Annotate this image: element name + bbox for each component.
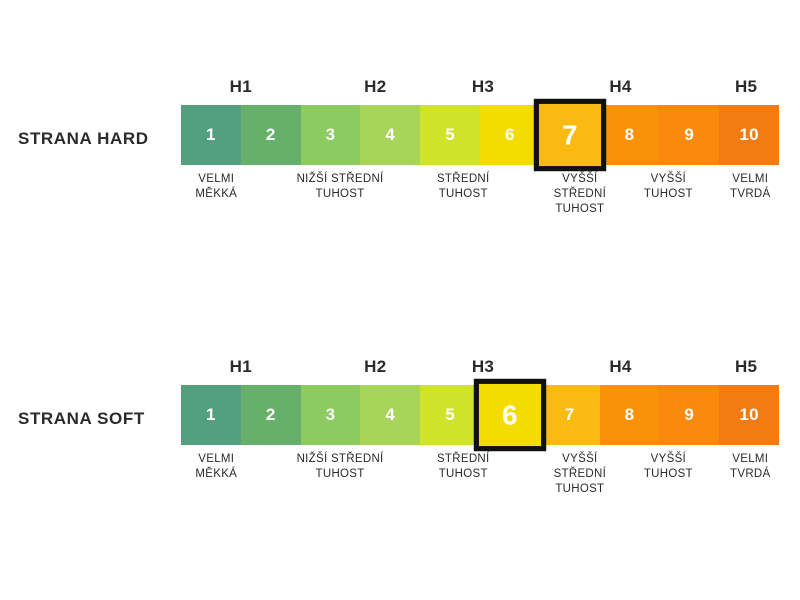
scale-cell-6-selected[interactable]: 6: [473, 378, 546, 452]
group-header-h5: H5: [734, 357, 758, 376]
scale-cell-5[interactable]: 5: [420, 385, 480, 445]
group-header-h1: H1: [229, 357, 252, 376]
stiffness-label-line: NIŽŠÍ STŘEDNÍ: [296, 173, 384, 185]
scale-cell-7[interactable]: 7: [539, 385, 600, 445]
stiffness-label-line: MĚKKÁ: [195, 468, 238, 480]
stiffness-label: VELMI TVRDÁ: [690, 172, 800, 202]
stiffness-label-line: VYŠŠÍ: [650, 173, 687, 185]
stiffness-label-line: VELMI: [198, 173, 235, 185]
group-header-h3: H3: [471, 77, 495, 96]
row-label-hard: STRANA HARD: [18, 129, 149, 148]
scale-cell-4[interactable]: 4: [360, 105, 421, 165]
stiffness-label-line: VYŠŠÍ: [562, 173, 598, 185]
stiffness-label-line: TUHOST: [438, 468, 488, 480]
scale-cell-7-selected[interactable]: 7: [533, 98, 606, 172]
stiffness-label-line: VYŠŠÍ: [562, 453, 598, 465]
scale-cell-9[interactable]: 9: [659, 385, 720, 445]
stiffness-label: STŘEDNÍ TUHOST: [403, 452, 523, 482]
stiffness-label: VYŠŠÍ STŘEDNÍ TUHOST: [520, 452, 640, 497]
stiffness-label: VELMI MĚKKÁ: [156, 452, 276, 482]
group-header-h1: H1: [229, 77, 252, 96]
stiffness-label-line: VELMI: [198, 453, 235, 465]
scale-cell-4[interactable]: 4: [360, 385, 421, 445]
stiffness-label: STŘEDNÍ TUHOST: [403, 172, 523, 202]
scale-cell-1[interactable]: 1: [181, 105, 241, 165]
group-header-h4: H4: [609, 357, 632, 376]
sublabels-soft: VELMI MĚKKÁ NIŽŠÍ STŘEDNÍ TUHOST STŘEDNÍ TUHO…: [181, 452, 779, 522]
stiffness-label-line: STŘEDNÍ: [436, 173, 490, 185]
stiffness-label: VELMI MĚKKÁ: [156, 172, 276, 202]
scale-cell-10[interactable]: 10: [719, 385, 779, 445]
scale-cell-5[interactable]: 5: [420, 105, 480, 165]
stiffness-label: VYŠŠÍ TUHOST: [608, 172, 728, 202]
stiffness-label-line: VYŠŠÍ: [650, 453, 687, 465]
stiffness-label: VYŠŠÍ TUHOST: [608, 452, 728, 482]
scale-cell-2[interactable]: 2: [240, 385, 301, 445]
stiffness-label-line: TUHOST: [643, 468, 693, 480]
stiffness-label-line: TUHOST: [315, 188, 365, 200]
stiffness-label: NIŽŠÍ STŘEDNÍ TUHOST: [280, 452, 400, 482]
scale-cell-8[interactable]: 8: [599, 105, 660, 165]
group-headers-soft: H1 H2 H3 H4 H5: [181, 356, 779, 380]
group-header-h4: H4: [609, 77, 632, 96]
stiffness-label-line: STŘEDNÍ: [553, 468, 607, 480]
stiffness-label-line: TVRDÁ: [730, 188, 771, 200]
scale-cell-9[interactable]: 9: [659, 105, 720, 165]
stiffness-label-line: TUHOST: [438, 188, 488, 200]
stiffness-label-line: TUHOST: [555, 483, 605, 495]
stiffness-label-line: STŘEDNÍ: [436, 453, 490, 465]
scale-cell-1[interactable]: 1: [181, 385, 241, 445]
stiffness-label-line: MĚKKÁ: [195, 188, 238, 200]
group-header-h2: H2: [364, 357, 387, 376]
stiffness-label-line: STŘEDNÍ: [553, 188, 607, 200]
scale-cell-10[interactable]: 10: [719, 105, 779, 165]
stiffness-label: VYŠŠÍ STŘEDNÍ TUHOST: [520, 172, 640, 217]
scale-cell-3[interactable]: 3: [300, 105, 361, 165]
row-label-soft: STRANA SOFT: [18, 409, 145, 428]
stiffness-label-line: VELMI: [732, 453, 769, 465]
scale-cell-3[interactable]: 3: [300, 385, 361, 445]
stiffness-label-line: VELMI: [732, 173, 769, 185]
scale-cell-6[interactable]: 6: [479, 105, 540, 165]
sublabels-hard: VELMI MĚKKÁ NIŽŠÍ STŘEDNÍ TUHOST STŘEDNÍ TUHO…: [181, 172, 779, 242]
stiffness-label-line: TUHOST: [555, 203, 605, 215]
scale-cell-8[interactable]: 8: [599, 385, 660, 445]
stiffness-label-line: TVRDÁ: [730, 468, 771, 480]
group-header-h3: H3: [471, 357, 495, 376]
group-header-h2: H2: [364, 77, 387, 96]
group-header-h5: H5: [734, 77, 758, 96]
group-headers-hard: H1 H2 H3 H4 H5: [181, 76, 779, 100]
scale-cell-2[interactable]: 2: [240, 105, 301, 165]
stiffness-label-line: TUHOST: [643, 188, 693, 200]
stiffness-label: NIŽŠÍ STŘEDNÍ TUHOST: [280, 172, 400, 202]
stiffness-label-line: TUHOST: [315, 468, 365, 480]
stiffness-label: VELMI TVRDÁ: [690, 452, 800, 482]
stiffness-label-line: NIŽŠÍ STŘEDNÍ: [296, 453, 384, 465]
